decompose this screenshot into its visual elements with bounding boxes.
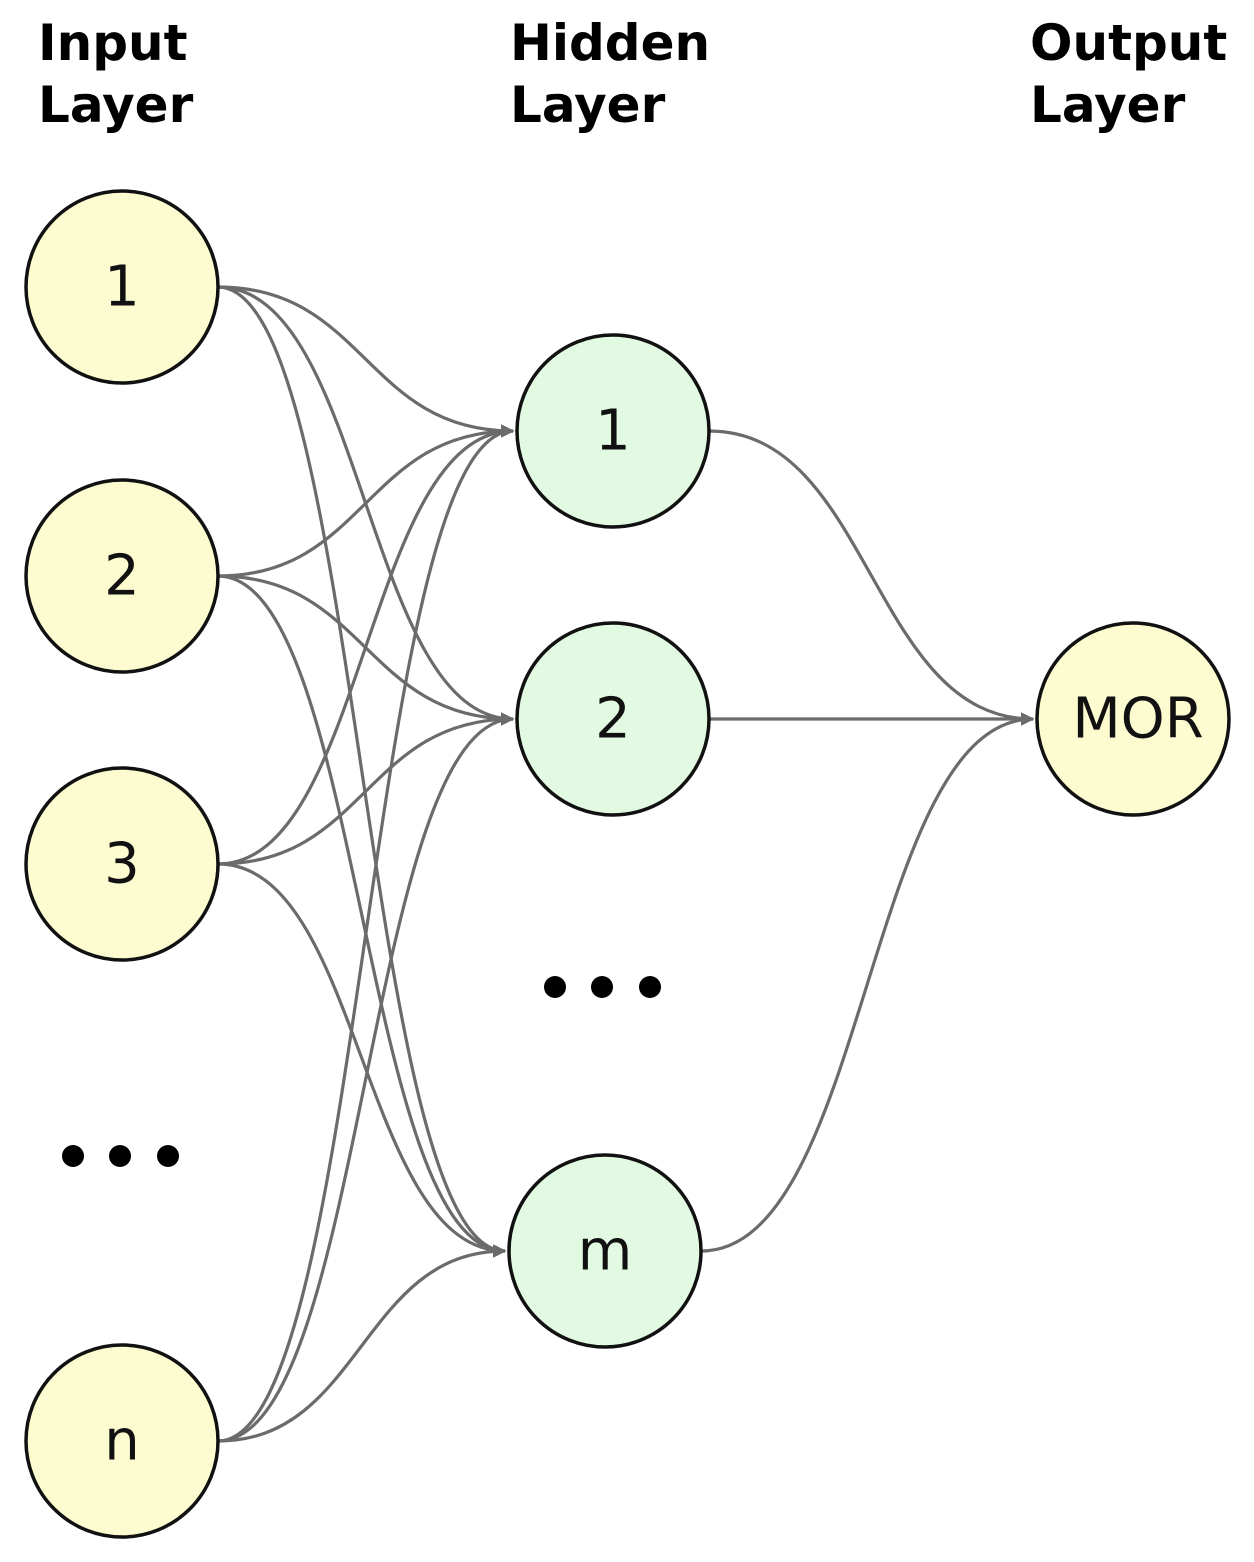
hidden-node-m-circle xyxy=(507,1153,703,1349)
input-node-2-label: 2 xyxy=(104,544,140,609)
input-node-1: 1 xyxy=(24,189,220,385)
hidden-node-2: 2 xyxy=(515,621,711,817)
hidden-node-2-circle xyxy=(515,621,711,817)
hidden-node-1-label: 1 xyxy=(595,399,631,464)
output-layer-title-line2: Layer xyxy=(1030,76,1186,134)
edge-input-3-to-hidden-2 xyxy=(217,712,515,866)
input-node-1-circle xyxy=(24,189,220,385)
hidden-node-m-label: m xyxy=(578,1219,633,1284)
input-layer-title-line1: Input xyxy=(38,14,188,72)
input-node-3-circle xyxy=(24,766,220,962)
output-layer-title: Output Layer xyxy=(1030,14,1245,134)
edge-input-2-to-hidden-m xyxy=(217,574,507,1258)
input-ellipsis xyxy=(62,1145,179,1167)
edge-input-3-to-hidden-m xyxy=(217,862,507,1258)
input-node-3: 3 xyxy=(24,766,220,962)
edge-hidden-1-to-output-mor xyxy=(708,429,1035,726)
input-node-2-circle xyxy=(24,478,220,674)
hidden-layer-title: Hidden Layer xyxy=(510,14,728,134)
edge-hidden-m-to-output-mor xyxy=(700,712,1035,1253)
edge-input-3-to-hidden-1 xyxy=(217,424,515,866)
output-layer-title-line1: Output xyxy=(1030,14,1227,72)
connection-edges xyxy=(217,285,1035,1443)
hidden-node-1: 1 xyxy=(515,333,711,529)
edge-input-1-to-hidden-m xyxy=(217,285,507,1258)
input-layer-title-line2: Layer xyxy=(38,76,194,134)
output-node-mor-circle xyxy=(1035,621,1231,817)
edge-input-n-to-hidden-1 xyxy=(217,424,515,1443)
input-ellipsis-dot-1 xyxy=(62,1145,84,1167)
hidden-layer-title-line1: Hidden xyxy=(510,14,710,72)
hidden-ellipsis-dot-1 xyxy=(544,976,566,998)
edge-input-n-to-hidden-2 xyxy=(217,712,515,1443)
hidden-ellipsis xyxy=(544,976,661,998)
input-node-n-label: n xyxy=(104,1409,140,1474)
input-node-n-circle xyxy=(24,1343,220,1539)
input-node-3-label: 3 xyxy=(104,832,140,897)
edge-input-2-to-hidden-1 xyxy=(217,424,515,578)
hidden-ellipsis-dot-2 xyxy=(591,976,613,998)
hidden-node-2-label: 2 xyxy=(595,687,631,752)
input-layer-title: Input Layer xyxy=(38,14,205,134)
input-node-n: n xyxy=(24,1343,220,1539)
input-ellipsis-dot-2 xyxy=(109,1145,131,1167)
edge-input-n-to-hidden-m xyxy=(217,1244,507,1443)
hidden-node-m: m xyxy=(507,1153,703,1349)
hidden-ellipsis-dot-3 xyxy=(639,976,661,998)
edge-input-1-to-hidden-1 xyxy=(217,285,515,438)
output-node-mor-label: MOR xyxy=(1072,687,1203,752)
input-ellipsis-dot-3 xyxy=(157,1145,179,1167)
hidden-layer-title-line2: Layer xyxy=(510,76,666,134)
input-node-1-label: 1 xyxy=(104,255,140,320)
output-node-mor: MOR xyxy=(1035,621,1231,817)
hidden-node-1-circle xyxy=(515,333,711,529)
input-node-2: 2 xyxy=(24,478,220,674)
